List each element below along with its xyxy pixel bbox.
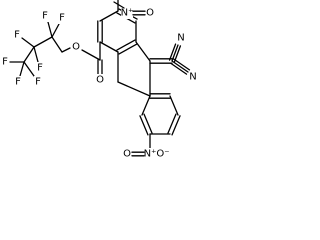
cyano-nitrogen: N [189, 71, 197, 83]
ring-bond [99, 10, 119, 22]
ring-bond [135, 41, 151, 62]
ring-bond [169, 95, 179, 116]
svg-text:O: O [123, 149, 131, 160]
svg-text:N: N [177, 33, 184, 44]
fluorine: F [14, 76, 22, 88]
ring-double-bond [143, 113, 153, 134]
svg-text:N⁺: N⁺ [121, 8, 134, 19]
ring-bond [117, 81, 151, 97]
cf-bond [47, 21, 53, 38]
fluorine: F [41, 10, 49, 22]
nitro-oxide-oxygen: O⁻ [156, 148, 170, 160]
nitro-nitrogen: N⁺ [144, 148, 157, 160]
cf-bond [33, 46, 39, 63]
chain-bond [61, 47, 71, 53]
svg-text:F: F [35, 77, 41, 88]
fluorine: F [36, 62, 44, 74]
fluorine: F [13, 29, 21, 41]
fluorine: F [34, 76, 42, 88]
svg-text:F: F [2, 57, 8, 68]
cf-bond [51, 23, 60, 38]
chain-bond [23, 46, 35, 63]
chain-bond [33, 36, 53, 48]
nitro-nitrogen: N⁺ [121, 7, 134, 19]
svg-text:F: F [37, 63, 43, 74]
svg-text:O: O [72, 42, 80, 53]
cf-bond [19, 61, 25, 77]
ester-bond [81, 49, 101, 61]
ring-double-bond [139, 115, 149, 136]
ring-double-bond [118, 43, 138, 55]
cyano-triple-bond [172, 58, 191, 71]
fluorine: F [58, 12, 66, 24]
ring-bond [141, 95, 151, 116]
cyano-nitrogen: N [177, 32, 185, 44]
cyano-triple-bond [171, 60, 189, 73]
ester-oxygen: O [72, 41, 80, 53]
svg-text:O: O [96, 75, 104, 86]
cyano-triple-bond [173, 45, 182, 63]
svg-text:N⁺: N⁺ [144, 149, 157, 160]
nitro-bond [113, 1, 125, 9]
cyano-triple-bond [169, 62, 188, 75]
cyano-triple-bond [171, 44, 179, 62]
svg-text:F: F [59, 13, 65, 24]
nitro-oxygen: O [123, 148, 131, 160]
cyano-triple-bond [168, 43, 177, 61]
svg-text:F: F [14, 30, 20, 41]
svg-text:O⁻: O⁻ [156, 149, 169, 160]
ring-double-bond [116, 39, 136, 51]
chain-bond [51, 36, 63, 53]
cf-bond [21, 37, 35, 48]
ring-double-bond [171, 115, 181, 136]
carbonyl-oxygen: O [96, 74, 104, 86]
ring-bond [99, 41, 119, 53]
svg-text:F: F [15, 77, 21, 88]
nitro-oxygen: O [146, 7, 154, 19]
svg-text:O: O [146, 8, 154, 19]
fluorine: F [1, 56, 9, 68]
svg-text:F: F [42, 11, 48, 22]
cf-bond [23, 61, 35, 77]
ring-double-bond [167, 113, 177, 134]
svg-text:N: N [189, 72, 196, 83]
